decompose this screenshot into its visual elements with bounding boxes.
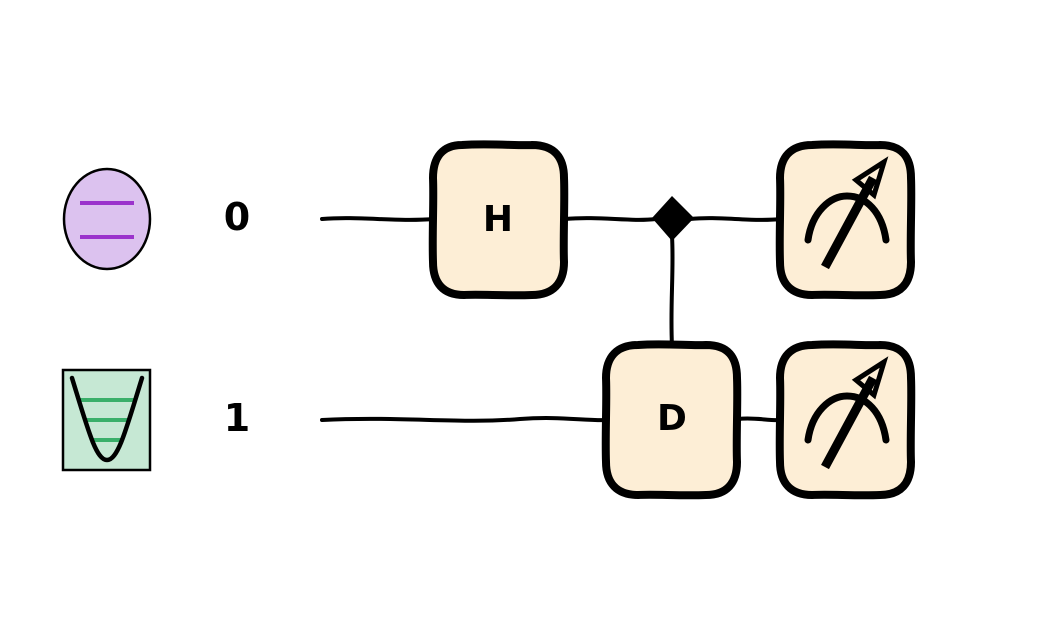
wire-0 [320,216,436,222]
gate-d: D [601,340,742,500]
control-line [669,234,675,348]
wire-0-segment-3 [688,216,784,222]
wire-0-segment-2 [563,216,658,222]
gate-h: H [428,140,569,300]
wire-1-segment-2 [736,416,784,423]
gate-label-h: H [483,199,513,240]
wire-label-0: 0 [224,195,250,239]
harmonic-potential-icon [61,368,152,472]
qubit-ellipse-icon [62,167,152,271]
gate-label-d: D [657,398,687,439]
wire-label-1: 1 [224,396,250,440]
wire-1 [320,416,610,423]
meter-icon [775,340,916,500]
meter-icon [775,140,916,300]
control-diamond [652,196,694,241]
